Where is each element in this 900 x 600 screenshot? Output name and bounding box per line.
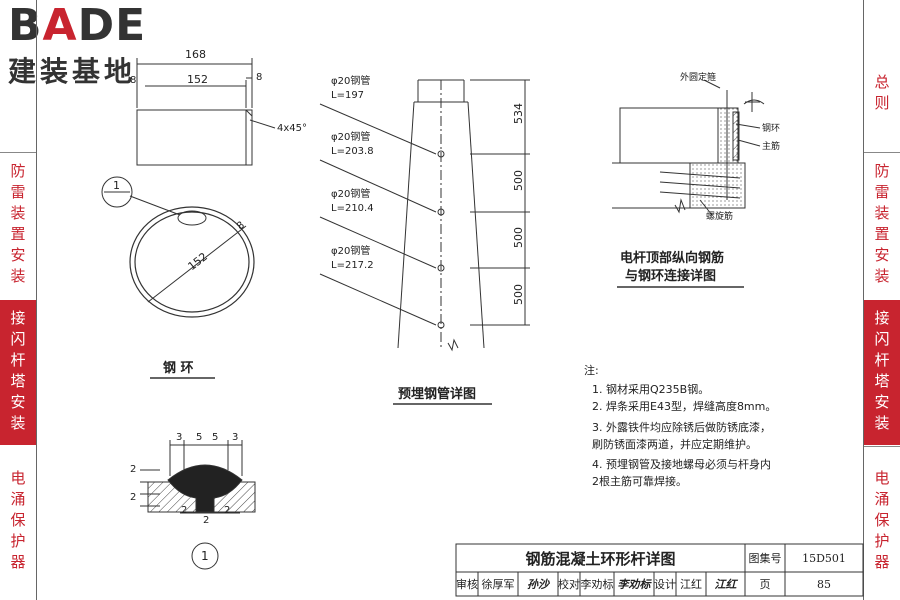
proofer-name: 李劝标 [580,578,614,591]
sidebar-right-label: 防雷装置安装 [872,162,891,289]
logo-letters-de: DE [77,0,147,51]
steel-ring-side-view [136,58,276,166]
pipe-label-name: φ20钢管 [331,187,370,200]
pipe-caption: 预埋钢管详图 [398,386,476,402]
sidebar-right-label: 电涌保护器 [872,469,891,575]
reviewer-name: 徐厚军 [481,578,515,591]
note-item: 2根主筋可靠焊接。 [592,475,687,488]
brand-logo: BADE [8,2,146,50]
sidebar-left-label: 电涌保护器 [8,469,27,575]
sidebar-divider [0,152,36,153]
weld-dim-bottom: 2 [224,505,230,516]
proofer-signature: 李劝标 [617,578,651,591]
logo-letter-a: A [42,0,78,51]
weld-dim-left: 2 [130,464,136,475]
left-border-line [36,0,37,600]
connection-label: 外圆定箍 [680,71,716,83]
weld-dim-top: 5 [196,432,202,443]
dim-ring-thickness: 8 [256,72,262,83]
dim-ring-inner: 152 [187,73,208,86]
pipe-label-length: L=197 [331,90,364,101]
sidebar-right-item-lightning-protection[interactable]: 防雷装置安装 [864,153,900,298]
weld-dim-bottom: 2 [181,505,187,516]
dim-ring-wall: 8 [235,220,247,233]
sidebar-left-item-surge-protector[interactable]: 电涌保护器 [0,447,36,597]
title-block-frame [455,543,864,597]
dim-ring-outer: 168 [185,48,206,61]
connection-label: 主筋 [762,140,780,152]
detail-callout-number: 1 [113,179,120,192]
pipe-detail [319,79,530,352]
pipe-label-length: L=217.2 [331,260,374,271]
note-item: 2. 焊条采用E43型，焊缝高度8mm。 [592,400,777,413]
page-label: 页 [759,578,771,591]
weld-dim-top: 5 [212,432,218,443]
pipe-label-length: L=210.4 [331,203,374,214]
pipe-label-name: φ20钢管 [331,74,370,87]
connection-label: 钢环 [762,122,780,134]
sidebar-left-label: 防雷装置安装 [8,162,27,289]
weld-detail-callout: 1 [201,549,209,563]
sidebar-divider [864,152,900,153]
reviewer-signature: 孙沙 [527,578,549,591]
steel-ring-plan-view [101,176,255,318]
dim-ring-left: 8 [130,75,136,86]
design-label: 设计 [654,578,676,591]
dim-chamfer: 4x45° [277,123,307,134]
note-item: 4. 预埋钢管及接地螺母必须与杆身内 [592,458,771,471]
steel-ring-caption: 钢 环 [163,360,194,376]
notes-heading: 注: [584,364,599,377]
atlas-number: 15D501 [802,551,846,565]
pipe-label-name: φ20钢管 [331,130,370,143]
review-label: 审核 [456,578,478,591]
pipe-labels: φ20钢管 L=197 φ20钢管 L=203.8 φ20钢管 L=210.4 … [331,74,374,271]
pipe-dim: 500 [512,227,525,248]
logo-letter-b: B [8,0,43,51]
drawing-title: 钢筋混凝土环形杆详图 [525,549,676,568]
weld-detail [140,440,256,570]
pipe-dim: 500 [512,170,525,191]
connection-caption-line2: 与钢环连接详图 [625,268,716,284]
proof-label: 校对 [558,578,580,591]
note-item: 刷防锈面漆两道，并应定期维护。 [592,438,757,451]
sidebar-left-item-air-terminal[interactable]: 接闪杆塔安装 [0,300,36,445]
pipe-dim: 534 [512,103,525,124]
weld-dim-top: 3 [232,432,238,443]
weld-dim-left: 2 [130,492,136,503]
connection-label: 螺旋筋 [706,210,733,222]
note-item: 3. 外露铁件均应除锈后做防锈底漆， [592,421,771,434]
connection-detail [612,79,765,216]
sidebar-right-label: 接闪杆塔安装 [872,309,891,436]
page-number: 85 [817,577,831,591]
designer-name: 江红 [680,578,702,591]
weld-dim-bottom: 2 [203,515,209,526]
designer-signature: 江红 [714,578,737,591]
sidebar-right-label: 总则 [872,74,891,116]
atlas-label: 图集号 [748,552,782,565]
right-border-line [863,0,864,600]
pipe-dim: 500 [512,284,525,305]
sidebar-left-label: 接闪杆塔安装 [8,309,27,436]
sidebar-right-item-air-terminal[interactable]: 接闪杆塔安装 [864,300,900,445]
sidebar-divider [864,446,900,447]
sidebar-left-item-lightning-protection[interactable]: 防雷装置安装 [0,153,36,298]
pipe-label-name: φ20钢管 [331,244,370,257]
pipe-label-length: L=203.8 [331,146,374,157]
sidebar-right-item-surge-protector[interactable]: 电涌保护器 [864,447,900,597]
note-item: 1. 钢材采用Q235B钢。 [592,383,710,396]
logo-cjk-text: 建装基地 [8,55,137,88]
sidebar-right-item-general[interactable]: 总则 [864,40,900,150]
weld-dim-top: 3 [176,432,182,443]
connection-caption-line1: 电杆顶部纵向钢筋 [620,250,724,266]
